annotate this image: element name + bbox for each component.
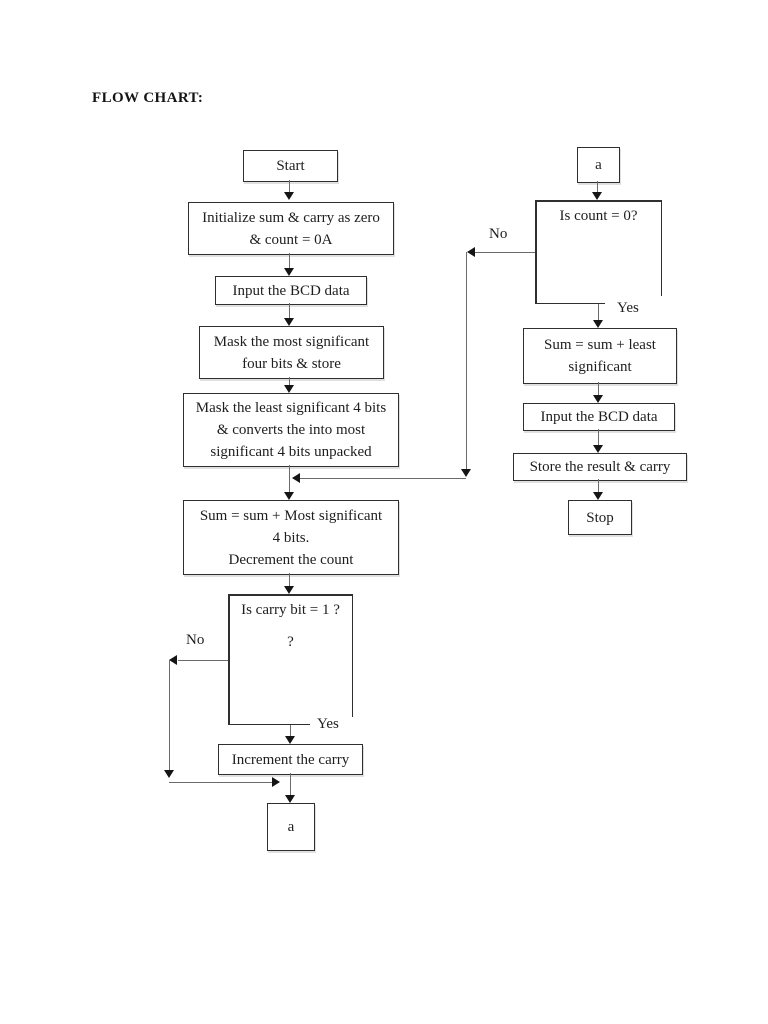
arrowhead-down xyxy=(592,192,602,200)
line-summsb-carry xyxy=(289,573,290,586)
line-count-sumlsb xyxy=(598,304,599,320)
arrowhead-left xyxy=(292,473,300,483)
input-bcd-node: Input the BCD data xyxy=(215,276,367,305)
sum-msb-node: Sum = sum + Most significant 4 bits. Dec… xyxy=(183,500,399,575)
node-label: Input the BCD data xyxy=(232,282,350,299)
box-border xyxy=(535,302,605,304)
arrowhead-down xyxy=(285,795,295,803)
box-border xyxy=(535,200,537,304)
arrowhead-down xyxy=(285,736,295,744)
line-masklsb-summsb xyxy=(289,465,290,493)
carry-decision-node: Is carry bit = 1 ? ? xyxy=(228,594,353,725)
arrowhead-down xyxy=(593,445,603,453)
line-count-no-horizontal xyxy=(469,252,535,253)
node-label: Is carry bit = 1 ? xyxy=(241,602,340,618)
arrowhead-left xyxy=(467,247,475,257)
arrowhead-down xyxy=(284,318,294,326)
yes-label-carry: Yes xyxy=(317,716,339,732)
node-label: Stop xyxy=(586,509,614,526)
node-label: four bits & store xyxy=(242,355,341,372)
box-border xyxy=(228,594,230,725)
node-label: Initialize sum & carry as zero xyxy=(202,209,380,226)
arrowhead-down xyxy=(284,192,294,200)
input-bcd-node-2: Input the BCD data xyxy=(523,403,675,431)
mask-msb-node: Mask the most significant four bits & st… xyxy=(199,326,384,379)
no-label-count: No xyxy=(489,226,508,242)
connector-a-bottom-node: a xyxy=(267,803,315,851)
node-label: 4 bits. xyxy=(272,529,310,546)
arrowhead-down xyxy=(593,395,603,403)
box-border xyxy=(660,200,662,296)
node-label: Store the result & carry xyxy=(529,459,671,475)
node-label: significant 4 bits unpacked xyxy=(210,444,372,460)
arrowhead-down xyxy=(284,268,294,276)
node-label: Input the BCD data xyxy=(540,409,658,425)
flowchart-title: FLOW CHART: xyxy=(92,90,204,106)
node-label: & count = 0A xyxy=(249,231,333,248)
node-label: Sum = sum + least xyxy=(544,337,656,353)
line-inputbcd2-store xyxy=(598,429,599,445)
line-a-count xyxy=(597,181,598,192)
node-label: Mask the most significant xyxy=(213,333,370,350)
line-inputbcd-maskmsb xyxy=(289,303,290,318)
node-label: ? xyxy=(287,634,294,650)
initialize-node: Initialize sum & carry as zero & count =… xyxy=(188,202,394,255)
arrowhead-down xyxy=(284,586,294,594)
node-label: Mask the least significant 4 bits xyxy=(195,400,387,416)
box-border xyxy=(228,594,353,596)
line-increment-a xyxy=(290,773,291,795)
node-label: a xyxy=(287,819,295,835)
box-border xyxy=(351,594,353,717)
line-sumlsb-inputbcd2 xyxy=(598,382,599,395)
arrowhead-down xyxy=(284,492,294,500)
node-label: Sum = sum + Most significant xyxy=(199,507,383,524)
arrowhead-down xyxy=(164,770,174,778)
connector-a-top-node: a xyxy=(577,147,620,183)
stop-node: Stop xyxy=(568,500,632,535)
yes-label-count: Yes xyxy=(617,300,639,316)
node-label: Decrement the count xyxy=(228,551,354,568)
line-merge-horizontal xyxy=(293,478,466,479)
line-carry-no-vertical xyxy=(169,660,170,770)
node-label: Start xyxy=(276,158,305,174)
node-label: significant xyxy=(568,359,632,375)
count-decision-node: Is count = 0? xyxy=(535,200,662,304)
line-start-init xyxy=(289,180,290,194)
line-count-no-vertical xyxy=(466,252,467,470)
node-label: Increment the carry xyxy=(231,751,350,768)
arrowhead-left xyxy=(169,655,177,665)
arrowhead-down xyxy=(593,320,603,328)
arrowhead-down xyxy=(593,492,603,500)
node-label: a xyxy=(595,157,602,173)
box-border xyxy=(535,200,662,202)
sum-lsb-node: Sum = sum + least significant xyxy=(523,328,677,384)
node-label: & converts the into most xyxy=(216,422,366,438)
line-carry-no-merge xyxy=(169,782,272,783)
line-carry-increment xyxy=(290,725,291,736)
no-label-carry: No xyxy=(186,632,205,648)
line-maskmsb-masklsb xyxy=(289,377,290,386)
line-carry-no-horizontal xyxy=(178,660,228,661)
start-node: Start xyxy=(243,150,338,182)
line-init-inputbcd xyxy=(289,253,290,268)
box-border xyxy=(228,723,310,725)
arrowhead-down xyxy=(461,469,471,477)
store-result-node: Store the result & carry xyxy=(513,453,687,481)
node-label: Is count = 0? xyxy=(559,208,638,224)
arrowhead-down xyxy=(284,385,294,393)
arrowhead-right xyxy=(272,777,280,787)
line-store-stop xyxy=(598,479,599,492)
mask-lsb-node: Mask the least significant 4 bits & conv… xyxy=(183,393,399,467)
increment-carry-node: Increment the carry xyxy=(218,744,363,775)
